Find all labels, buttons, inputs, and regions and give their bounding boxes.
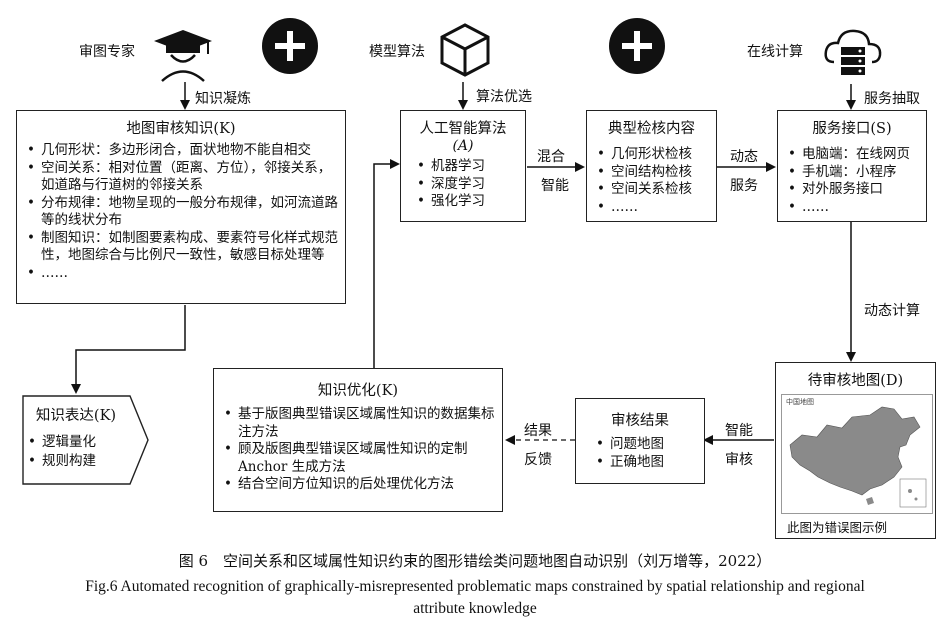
- typical-check-box: 典型检核内容 几何形状检核 空间结构检核 空间关系检核 ……: [586, 110, 717, 222]
- list-item: ……: [27, 265, 339, 283]
- map-knowledge-box: 地图审核知识(K) 几何形状：多边形闭合，面状地物不能自相交 空间关系：相对位置…: [16, 110, 346, 304]
- list-item: 机器学习: [417, 158, 519, 176]
- knowledge-expression-shape: [22, 395, 149, 485]
- list-item: 强化学习: [417, 193, 519, 211]
- ai-algorithm-subtitle: (A): [452, 138, 474, 154]
- list-item: 问题地图: [596, 436, 698, 454]
- map-to-review-title: 待审核地图(D): [807, 373, 904, 389]
- list-item: 制图知识：如制图要素构成、要素符号化样式规范性，地图综合与比例尺一致性，敏感目标…: [27, 230, 339, 265]
- list-item: 几何形状检核: [597, 146, 710, 164]
- label-algorithm: 模型算法: [369, 44, 425, 60]
- review-result-title: 审核结果: [611, 413, 669, 429]
- knowledge-expression-title: 知识表达(K): [35, 408, 117, 424]
- map-header: 中国地图: [786, 398, 814, 406]
- label-review: 审核: [725, 452, 753, 468]
- list-item: ……: [788, 199, 920, 217]
- knowledge-optimize-box: 知识优化(K) 基于版图典型错误区域属性知识的数据集标注方法 顾及版图典型错误区…: [213, 368, 503, 512]
- label-feedback: 反馈: [524, 452, 552, 468]
- china-map-shape: [789, 406, 927, 508]
- ai-algorithm-box: 人工智能算法 (A) 机器学习 深度学习 强化学习: [400, 110, 526, 222]
- list-item: 顾及版图典型错误区域属性知识的定制Anchor 生成方法: [224, 441, 496, 476]
- list-item: •逻辑量化: [28, 434, 96, 450]
- list-item: 分布规律：地物呈现的一般分布规律，如河流道路等的线状分布: [27, 195, 339, 230]
- ai-algorithm-title: 人工智能算法: [419, 121, 507, 137]
- list-item: 电脑端：在线网页: [788, 146, 920, 164]
- cloud-server-icon: [824, 29, 882, 75]
- list-item: 空间关系检核: [597, 181, 710, 199]
- list-item: 空间关系：相对位置（距离、方位），邻接关系，如道路与行道树的邻接关系: [27, 160, 339, 195]
- label-smart2: 智能: [725, 423, 753, 439]
- label-online: 在线计算: [747, 44, 803, 60]
- knowledge-expression-box: 知识表达(K) •逻辑量化 •规则构建: [24, 395, 128, 485]
- label-knowledge-condense: 知识凝炼: [195, 91, 251, 107]
- list-item: 手机端：小程序: [788, 164, 920, 182]
- list-item: 结合空间方位知识的后处理优化方法: [224, 476, 496, 494]
- knowledge-optimize-title: 知识优化(K): [317, 383, 399, 399]
- arrow-knowledge-to-expression: [71, 305, 186, 394]
- china-map-image: 中国地图: [781, 394, 933, 514]
- list-item: 正确地图: [596, 454, 698, 472]
- label-service: 服务: [730, 178, 758, 194]
- label-dynamic-calc: 动态计算: [864, 303, 920, 319]
- label-mixed: 混合: [537, 149, 565, 165]
- review-result-box: 审核结果 问题地图 正确地图: [575, 398, 705, 484]
- list-item: ……: [597, 199, 710, 217]
- map-knowledge-title: 地图审核知识(K): [126, 121, 236, 137]
- list-item: 深度学习: [417, 176, 519, 194]
- plus-circle-icon: [609, 18, 665, 74]
- label-result: 结果: [524, 423, 552, 439]
- caption-cn: 图 6 空间关系和区域属性知识约束的图形错绘类问题地图自动识别（刘万增等，202…: [178, 552, 772, 570]
- caption-en: Fig.6 Automated recognition of graphical…: [0, 576, 950, 620]
- label-expert: 审图专家: [79, 44, 135, 60]
- map-note: 此图为错误图示例: [787, 520, 888, 535]
- plus-circle-icon: [262, 18, 318, 74]
- list-item: 对外服务接口: [788, 181, 920, 199]
- caption-en-line2: attribute knowledge: [413, 600, 537, 617]
- label-service-extract: 服务抽取: [864, 91, 920, 107]
- arrow-optimize-to-ai: [373, 159, 400, 368]
- label-smart: 智能: [541, 178, 569, 194]
- service-interface-box: 服务接口(S) 电脑端：在线网页 手机端：小程序 对外服务接口 ……: [777, 110, 927, 222]
- caption-en-line1: Fig.6 Automated recognition of graphical…: [85, 578, 865, 595]
- graduation-cap-person-icon: [154, 30, 212, 82]
- list-item: 空间结构检核: [597, 164, 710, 182]
- list-item: 基于版图典型错误区域属性知识的数据集标注方法: [224, 406, 496, 441]
- label-dynamic: 动态: [730, 149, 758, 165]
- list-item: 几何形状：多边形闭合，面状地物不能自相交: [27, 142, 339, 160]
- service-interface-title: 服务接口(S): [812, 121, 892, 137]
- label-algo-select: 算法优选: [476, 89, 532, 105]
- typical-check-title: 典型检核内容: [608, 121, 695, 137]
- list-item: •规则构建: [28, 453, 96, 469]
- cube-icon: [440, 23, 490, 77]
